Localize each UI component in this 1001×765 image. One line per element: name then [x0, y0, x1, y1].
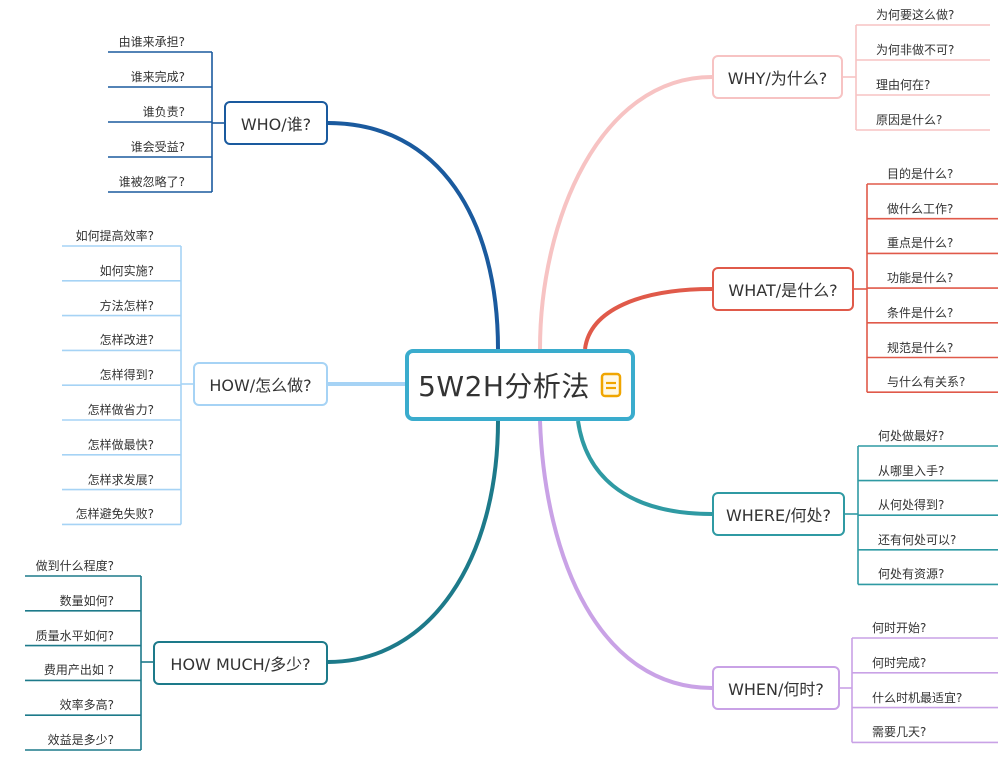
- link-when: [538, 420, 713, 690]
- leaf-who-1[interactable]: 由谁来承担?: [118, 35, 185, 49]
- leaf-why-3[interactable]: 理由何在?: [876, 78, 931, 92]
- leaf-howmuch-3[interactable]: 质量水平如何?: [35, 628, 114, 643]
- leaf-howmuch-1[interactable]: 做到什么程度?: [35, 559, 114, 573]
- branch-why-label: WHY/为什么?: [727, 69, 828, 88]
- leaf-how-1[interactable]: 如何提高效率?: [75, 229, 154, 243]
- leaf-why-1[interactable]: 为何要这么做?: [876, 8, 955, 22]
- leaf-when-3[interactable]: 什么时机最适宜?: [872, 690, 963, 705]
- branch-who-label: WHO/谁?: [240, 115, 312, 134]
- branch-why[interactable]: WHY/为什么?: [712, 55, 843, 99]
- leaf-howmuch-4[interactable]: 费用产出如 ?: [43, 663, 114, 678]
- leaf-why-2[interactable]: 为何非做不可?: [876, 43, 955, 57]
- central-topic[interactable]: 5W2H分析法: [405, 349, 635, 421]
- branch-where-label: WHERE/何处?: [725, 506, 832, 525]
- link-why: [538, 75, 713, 350]
- branch-when-label: WHEN/何时?: [728, 680, 824, 699]
- leaf-howmuch-5[interactable]: 效率多高?: [59, 698, 114, 713]
- leaf-howmuch-2[interactable]: 数量如何?: [59, 593, 114, 608]
- leaf-who-2[interactable]: 谁来完成?: [130, 70, 185, 84]
- leaf-where-2[interactable]: 从哪里入手?: [878, 463, 945, 478]
- link-where: [576, 420, 713, 516]
- branch-who[interactable]: WHO/谁?: [224, 101, 328, 145]
- branch-what[interactable]: WHAT/是什么?: [712, 267, 854, 311]
- leaf-who-4[interactable]: 谁会受益?: [130, 140, 185, 154]
- leaf-who-3[interactable]: 谁负责?: [142, 105, 185, 119]
- leaf-how-2[interactable]: 如何实施?: [99, 263, 154, 278]
- leaf-why-4[interactable]: 原因是什么?: [876, 113, 943, 127]
- main-connectors: [327, 75, 713, 690]
- leaf-what-2[interactable]: 做什么工作?: [887, 201, 954, 216]
- leaf-how-9[interactable]: 怎样避免失败?: [75, 507, 154, 522]
- leaf-what-7[interactable]: 与什么有关系?: [887, 375, 966, 390]
- leaf-howmuch-6[interactable]: 效益是多少?: [47, 733, 114, 747]
- leaf-how-7[interactable]: 怎样做最快?: [87, 437, 154, 452]
- link-who: [327, 121, 500, 350]
- link-howmuch: [327, 420, 500, 664]
- leaf-where-1[interactable]: 何处做最好?: [878, 429, 945, 443]
- document-note-icon: [600, 372, 622, 398]
- leaf-where-4[interactable]: 还有何处可以?: [878, 532, 957, 547]
- leaf-when-2[interactable]: 何时完成?: [872, 655, 927, 670]
- leaf-what-3[interactable]: 重点是什么?: [887, 236, 954, 251]
- leaf-where-3[interactable]: 从何处得到?: [878, 498, 945, 513]
- leaf-how-3[interactable]: 方法怎样?: [99, 298, 154, 313]
- leaf-where-5[interactable]: 何处有资源?: [878, 567, 945, 582]
- branch-how-much[interactable]: HOW MUCH/多少?: [153, 641, 328, 685]
- branch-when[interactable]: WHEN/何时?: [712, 666, 840, 710]
- leaf-how-4[interactable]: 怎样改进?: [99, 333, 154, 348]
- leaf-how-8[interactable]: 怎样求发展?: [87, 472, 154, 487]
- branch-where[interactable]: WHERE/何处?: [712, 492, 845, 536]
- branch-how[interactable]: HOW/怎么做?: [193, 362, 328, 406]
- central-topic-title: 5W2H分析法: [418, 370, 590, 403]
- leaf-how-5[interactable]: 怎样得到?: [99, 368, 154, 383]
- leaf-how-6[interactable]: 怎样做省力?: [87, 403, 154, 417]
- leaf-what-6[interactable]: 规范是什么?: [887, 340, 954, 355]
- leaf-when-1[interactable]: 何时开始?: [872, 621, 927, 635]
- leaf-what-4[interactable]: 功能是什么?: [887, 271, 954, 286]
- branch-what-label: WHAT/是什么?: [728, 281, 838, 300]
- leaf-who-5[interactable]: 谁被忽略了?: [118, 175, 185, 189]
- link-what: [583, 287, 713, 350]
- leaf-when-4[interactable]: 需要几天?: [872, 725, 927, 740]
- leaf-what-5[interactable]: 条件是什么?: [887, 305, 954, 320]
- leaf-connectors: [25, 24, 998, 751]
- leaf-what-1[interactable]: 目的是什么?: [887, 167, 954, 181]
- branch-how-label: HOW/怎么做?: [209, 376, 312, 395]
- branch-how-much-label: HOW MUCH/多少?: [170, 655, 311, 674]
